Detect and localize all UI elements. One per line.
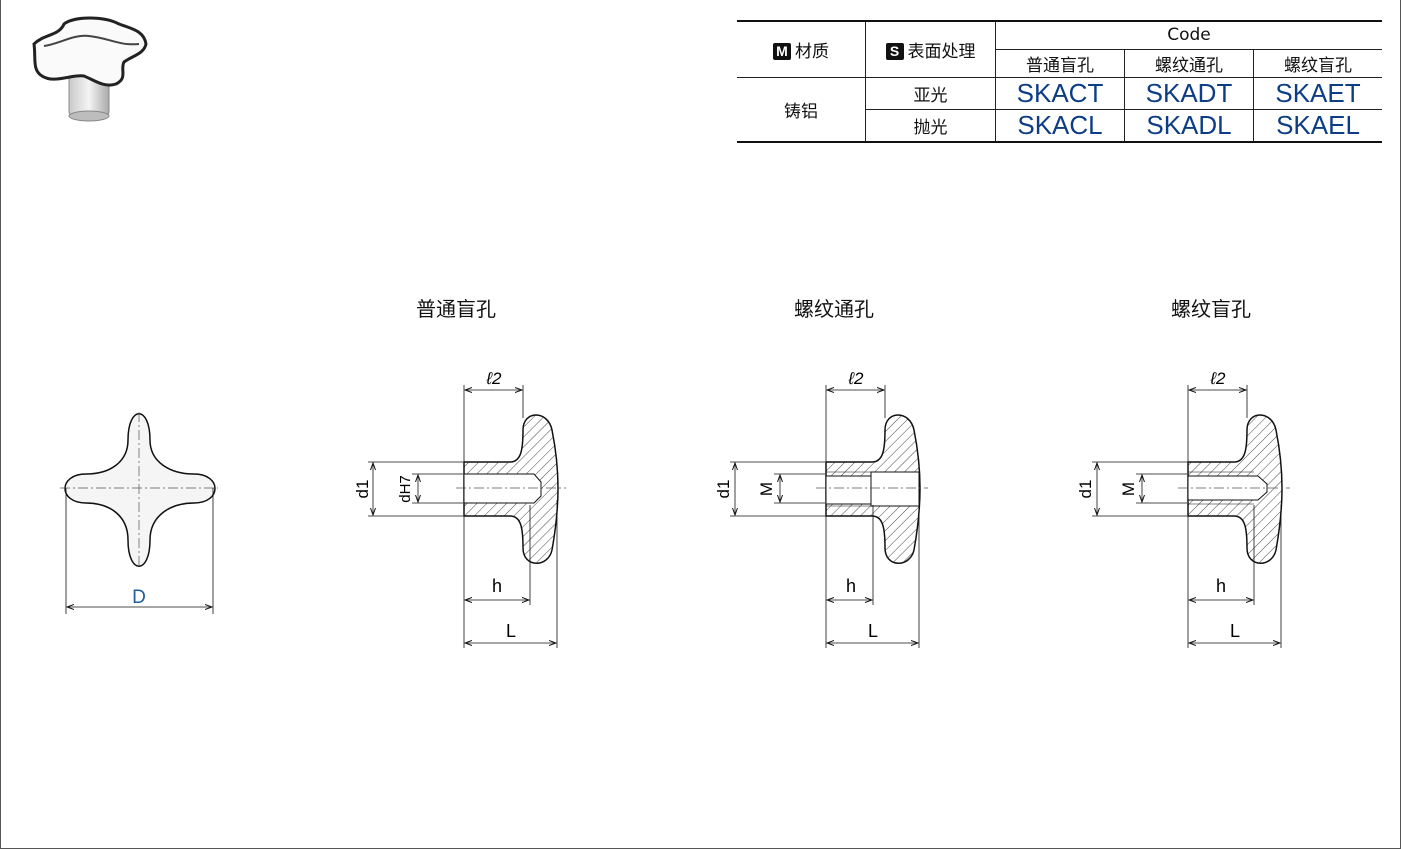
caption-threaded-through: 螺纹通孔 — [794, 297, 874, 321]
dim-L-label: L — [1230, 621, 1240, 641]
section-threaded-blind: ℓ2 d1 M h L — [1076, 369, 1290, 648]
section-threaded-through: ℓ2 d1 M h L — [714, 369, 928, 648]
dim-L-label: L — [868, 621, 878, 641]
code-header: Code — [995, 20, 1382, 50]
dim-d1-label: d1 — [714, 480, 733, 499]
dim-h-label: h — [846, 576, 856, 596]
code-value: SKAEL — [1253, 109, 1382, 143]
surface-badge: S — [885, 42, 904, 60]
column-header: 螺纹通孔 — [1124, 49, 1254, 78]
finish-value: 抛光 — [865, 109, 996, 143]
finish-value: 亚光 — [865, 77, 996, 110]
dim-M-label: M — [1119, 482, 1138, 496]
column-header: 螺纹盲孔 — [1253, 49, 1382, 78]
dim-l2-label: ℓ2 — [848, 369, 864, 388]
dim-d1-label: d1 — [1076, 480, 1095, 499]
material-value: 铸铝 — [737, 77, 866, 143]
front-view: D — [60, 412, 218, 614]
dim-d1-label: d1 — [353, 480, 372, 499]
dim-D-label: D — [132, 587, 146, 608]
dim-bore-label: dH7 — [397, 475, 414, 503]
column-header: 普通盲孔 — [995, 49, 1125, 78]
product-photo — [32, 16, 148, 122]
dim-h-label: h — [1216, 576, 1226, 596]
dim-M-label: M — [757, 482, 776, 496]
code-value: SKACT — [995, 77, 1125, 110]
caption-blind-hole: 普通盲孔 — [416, 297, 496, 321]
section-blind-hole: ℓ2 d1 dH7 h L — [353, 369, 566, 648]
code-value: SKACL — [995, 109, 1125, 143]
dim-L-label: L — [506, 621, 516, 641]
code-value: SKAET — [1253, 77, 1382, 110]
code-value: SKADT — [1124, 77, 1254, 110]
dim-l2-label: ℓ2 — [486, 369, 502, 388]
dim-h-label: h — [492, 576, 502, 596]
dim-l2-label: ℓ2 — [1210, 369, 1226, 388]
caption-threaded-blind: 螺纹盲孔 — [1171, 297, 1251, 321]
code-value: SKADL — [1124, 109, 1254, 143]
material-badge: M — [773, 42, 791, 60]
